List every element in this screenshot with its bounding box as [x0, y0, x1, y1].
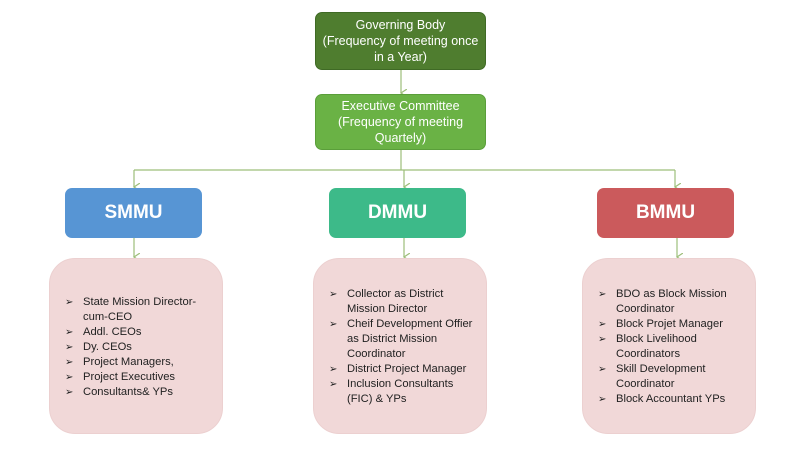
bmmu-members-panel: ➢BDO as Block Mission Coordinator ➢Block… — [582, 258, 756, 434]
list-item: ➢BDO as Block Mission Coordinator — [598, 288, 727, 315]
executive-committee-frequency-line-2: Quartely) — [374, 131, 427, 145]
list-item: ➢Consultants& YPs — [65, 386, 173, 398]
arrow-bullet-icon: ➢ — [598, 289, 607, 300]
arrow-bullet-icon: ➢ — [329, 364, 338, 375]
arrow-bullet-icon: ➢ — [329, 319, 338, 330]
arrow-bullet-icon: ➢ — [65, 297, 74, 308]
executive-committee-box: Executive Committee (Frequency of meetin… — [315, 94, 486, 150]
dmmu-members-list: ➢Collector as District Mission Director … — [329, 287, 478, 407]
arrow-bullet-icon: ➢ — [598, 364, 607, 375]
list-item: ➢Block Livelihood Coordinators — [598, 333, 697, 360]
list-item: ➢District Project Manager — [329, 363, 467, 375]
bmmu-box: BMMU — [597, 188, 734, 238]
arrow-bullet-icon: ➢ — [65, 387, 74, 398]
list-item: ➢Project Managers, — [65, 356, 174, 368]
arrow-bullet-icon: ➢ — [65, 327, 74, 338]
arrow-bullet-icon: ➢ — [598, 394, 607, 405]
executive-committee-frequency-line-1: (Frequency of meeting — [337, 115, 464, 129]
governing-body-box: Governing Body (Frequency of meeting onc… — [315, 12, 486, 70]
list-item: ➢Collector as District Mission Director — [329, 288, 444, 315]
smmu-members-panel: ➢State Mission Director-cum-CEO ➢Addl. C… — [49, 258, 223, 434]
smmu-box: SMMU — [65, 188, 202, 238]
arrow-bullet-icon: ➢ — [598, 334, 607, 345]
list-item: ➢Block Accountant YPs — [598, 393, 726, 405]
arrow-bullet-icon: ➢ — [65, 372, 74, 383]
list-item: ➢Inclusion Consultants (FIC) & YPs — [329, 378, 454, 405]
dmmu-label: DMMU — [367, 202, 428, 223]
bmmu-label: BMMU — [635, 202, 696, 223]
dmmu-members-panel: ➢Collector as District Mission Director … — [313, 258, 487, 434]
bmmu-members-list: ➢BDO as Block Mission Coordinator ➢Block… — [598, 287, 747, 407]
governing-body-frequency-line-2: in a Year) — [374, 50, 427, 64]
list-item: ➢Addl. CEOs — [65, 326, 142, 338]
dmmu-box: DMMU — [329, 188, 466, 238]
list-item: ➢State Mission Director-cum-CEO — [65, 296, 197, 323]
list-item: ➢Project Executives — [65, 371, 176, 383]
arrow-bullet-icon: ➢ — [329, 289, 338, 300]
governing-body-title: Governing Body — [355, 18, 446, 32]
list-item: ➢Cheif Development Offier as District Mi… — [329, 318, 473, 360]
list-item: ➢Dy. CEOs — [65, 341, 132, 353]
governing-body-frequency-line-1: (Frequency of meeting once — [322, 34, 479, 48]
smmu-label: SMMU — [104, 202, 163, 223]
arrow-bullet-icon: ➢ — [65, 342, 74, 353]
executive-committee-title: Executive Committee — [341, 99, 460, 113]
arrow-bullet-icon: ➢ — [329, 379, 338, 390]
list-item: ➢Block Projet Manager — [598, 318, 723, 330]
list-item: ➢Skill Development Coordinator — [598, 363, 706, 390]
arrow-bullet-icon: ➢ — [65, 357, 74, 368]
smmu-members-list: ➢State Mission Director-cum-CEO ➢Addl. C… — [65, 295, 214, 400]
arrow-bullet-icon: ➢ — [598, 319, 607, 330]
